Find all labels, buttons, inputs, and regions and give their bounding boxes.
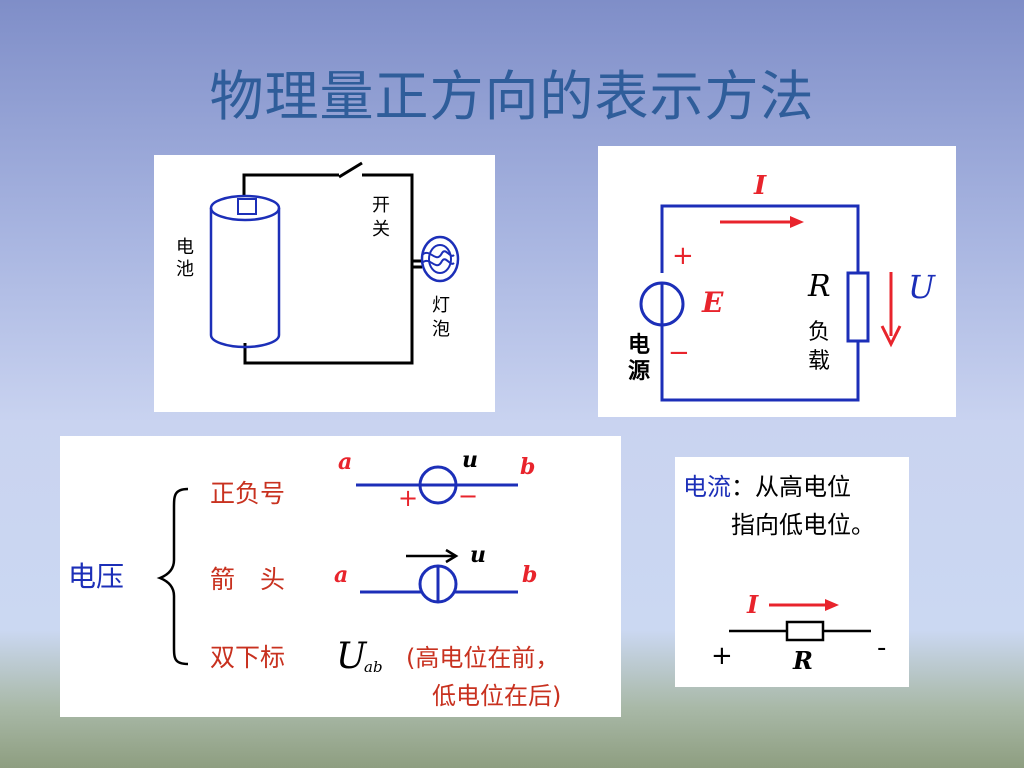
slide-title: 物理量正方向的表示方法 xyxy=(209,65,815,128)
current-symbol: I xyxy=(746,590,759,619)
voltage-arrowhead-icon xyxy=(880,325,902,348)
current-arrowhead-icon xyxy=(825,599,839,611)
minus-sign: − xyxy=(458,482,478,510)
physical-circuit-panel: 电 池 开 关 灯 泡 xyxy=(154,155,495,412)
current-symbol: I xyxy=(753,171,767,201)
lamp-icon xyxy=(420,235,460,283)
voltage-direction-panel: 电压 正负号 a u b + − 箭 头 a u b 双下标 U ab (高电位… xyxy=(60,436,621,717)
plus-sign: + xyxy=(398,484,418,512)
current-heading: 电流 xyxy=(683,473,731,501)
source-label-2: 源 xyxy=(628,359,650,384)
resistor-symbol: R xyxy=(807,269,831,304)
subscript-note-line1: (高电位在前， xyxy=(406,644,559,672)
minus-sign: − xyxy=(668,338,690,368)
node-a-label: a xyxy=(338,449,352,475)
current-direction-panel: 电流 ：从高电位 指向低电位。 I + - R xyxy=(675,457,909,687)
double-subscript-index: ab xyxy=(364,658,383,676)
switch-blade xyxy=(338,161,363,179)
load-label-2: 载 xyxy=(808,349,830,374)
source-label-1: 电 xyxy=(628,333,650,358)
node-b-label: b xyxy=(522,562,537,588)
current-text-line1: ：从高电位 xyxy=(731,473,851,501)
method-label-arrow: 箭 头 xyxy=(210,565,285,594)
load-label-1: 负 xyxy=(808,320,830,345)
minus-sign: - xyxy=(877,633,886,663)
loop-bottom-wire xyxy=(660,326,860,402)
battery-label-2: 池 xyxy=(176,259,194,280)
resistor-icon xyxy=(846,271,870,343)
top-wire xyxy=(242,173,339,203)
method-label-sign: 正负号 xyxy=(210,479,285,508)
double-subscript-symbol: U xyxy=(336,636,368,677)
lamp-label-2: 泡 xyxy=(432,319,450,340)
current-text-line2: 指向低电位。 xyxy=(731,511,875,539)
schematic-diagram: I + − E 电 源 R 负 载 U xyxy=(628,171,936,402)
switch-label-2: 关 xyxy=(372,219,390,240)
physical-circuit-drawing: 电 池 开 关 灯 泡 xyxy=(176,161,460,365)
bottom-wire xyxy=(243,259,422,365)
method-label-subscript: 双下标 xyxy=(210,643,285,672)
voltage-direction-diagram: 电压 正负号 a u b + − 箭 头 a u b 双下标 U ab (高电位… xyxy=(68,447,561,710)
resistor-icon xyxy=(785,620,825,642)
loop-top-wire xyxy=(660,204,860,273)
emf-symbol: E xyxy=(701,286,724,319)
lamp-label-1: 灯 xyxy=(432,295,450,316)
element-voltage-symbol: u xyxy=(470,542,486,568)
voltage-label: 电压 xyxy=(68,560,124,593)
element-voltage-symbol: u xyxy=(462,447,478,473)
node-a-label: a xyxy=(334,562,348,588)
resistor-symbol: R xyxy=(792,646,813,675)
subscript-note-line2: 低电位在后) xyxy=(432,682,561,710)
plus-sign: + xyxy=(672,241,694,271)
direction-arrowhead-icon xyxy=(445,548,459,564)
node-b-label: b xyxy=(520,454,535,480)
battery-label-1: 电 xyxy=(176,237,194,258)
brace-icon xyxy=(156,487,189,666)
plus-sign: + xyxy=(711,641,733,671)
switch-label-1: 开 xyxy=(372,195,390,216)
current-direction-diagram: 电流 ：从高电位 指向低电位。 I + - R xyxy=(683,473,886,675)
battery-icon xyxy=(209,194,281,349)
schematic-panel: I + − E 电 源 R 负 载 U xyxy=(598,146,956,417)
right-wire xyxy=(362,173,422,269)
voltage-symbol: U xyxy=(908,268,936,306)
current-arrowhead-icon xyxy=(790,216,804,228)
